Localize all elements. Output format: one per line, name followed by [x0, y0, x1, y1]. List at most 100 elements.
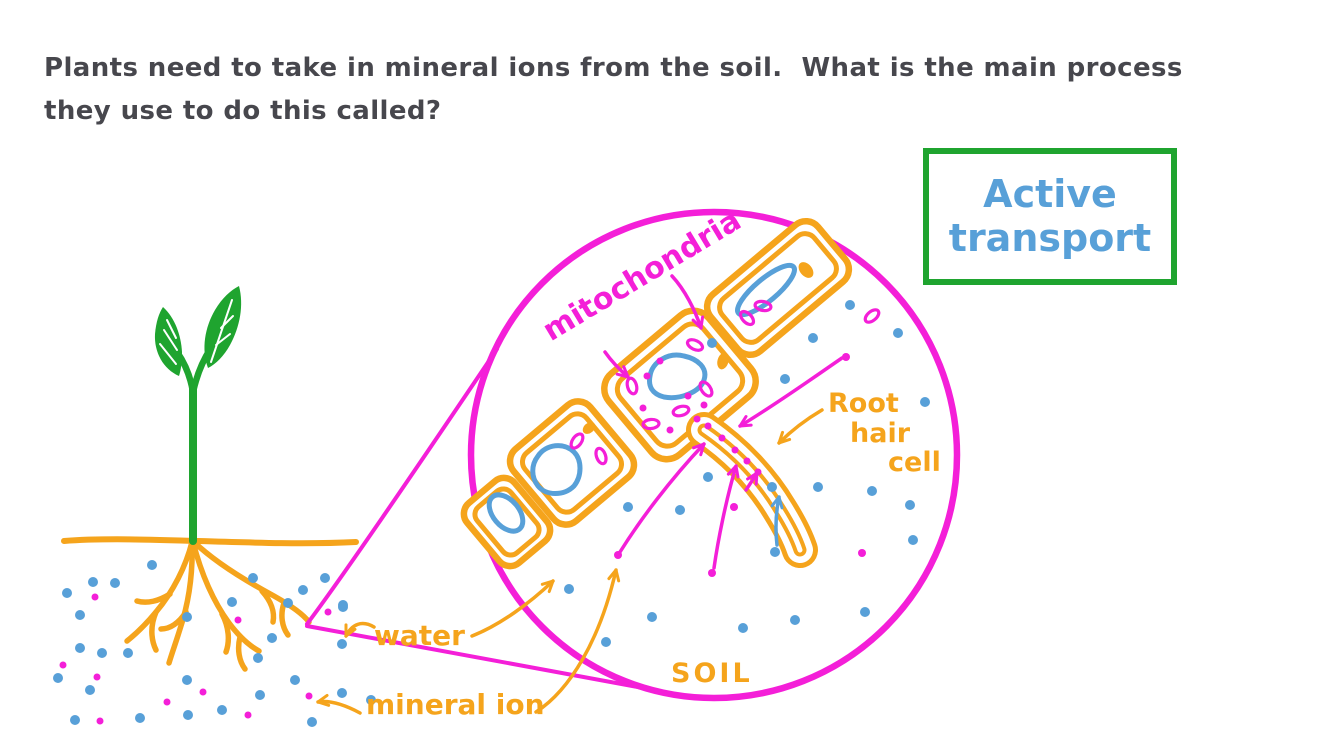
mineral-ion-dot: [693, 415, 701, 423]
water-label: water: [374, 619, 465, 652]
water-dot: [337, 639, 347, 649]
water-dot: [290, 675, 300, 685]
root-hair-label-line1: Root: [828, 388, 899, 419]
water-dot: [217, 705, 227, 715]
water-dot: [845, 300, 855, 310]
soil-mineral-dots: [59, 593, 332, 725]
mineral-transport-arrows: [603, 274, 844, 570]
mitochondrion-icon: [641, 417, 661, 431]
mineral-ion-dot: [730, 503, 738, 511]
mitochondrion-icon: [594, 446, 608, 466]
water-dot: [703, 472, 713, 482]
water-label-arrow-long: [470, 579, 555, 638]
mineral-uptake-arrow-1: [618, 442, 706, 554]
water-dot: [53, 673, 63, 683]
mineral-ion-dot: [639, 404, 647, 412]
root-cells: [460, 217, 853, 570]
mineral-label-arrow-long: [534, 568, 621, 714]
mineral-ion-dot: [244, 711, 252, 719]
mitochondrion-icon: [685, 338, 705, 352]
ground-line: [61, 536, 359, 547]
leaf-veins: [159, 299, 234, 365]
magnifier-connector-lower: [305, 624, 645, 690]
question-line-2: they use to do this called?: [44, 96, 442, 126]
water-dot: [75, 643, 85, 653]
mineral-ion-dot: [324, 608, 332, 616]
mineral-ion-dot: [743, 457, 751, 465]
water-dot: [867, 486, 877, 496]
cellc-mineral-dots: [639, 357, 708, 434]
mineral-ion-dot: [305, 692, 313, 700]
mineral-ion-dot: [684, 392, 692, 400]
magnifier-circle: [467, 208, 961, 702]
water-dot: [366, 695, 376, 705]
mineral-ion-dot: [666, 426, 674, 434]
root-hair-label-line2: hair: [850, 418, 911, 449]
water-dot: [110, 578, 120, 588]
question-line-1: Plants need to take in mineral ions from…: [44, 53, 1183, 83]
mineral-label-arrow-short: [316, 693, 362, 715]
mitochondrion-icon: [698, 380, 714, 398]
circle-water-dots: [564, 300, 930, 647]
water-dot: [283, 598, 293, 608]
mineral-ion-dot: [718, 434, 726, 442]
mineral-ion-dot: [59, 661, 67, 669]
mineral-ion-dot: [842, 353, 850, 361]
mitochondria-arrow-2: [603, 350, 630, 379]
mineral-ion-dot: [199, 688, 207, 696]
water-dot: [738, 623, 748, 633]
plant-leaf-left: [154, 307, 182, 376]
water-dot: [70, 715, 80, 725]
root-hair-label-line3: cell: [888, 447, 941, 478]
water-dot: [338, 600, 348, 610]
water-dot: [97, 648, 107, 658]
plant: [154, 286, 242, 545]
water-dot: [767, 482, 777, 492]
water-dot: [647, 612, 657, 622]
water-dot: [62, 588, 72, 598]
mitochondrion-icon: [738, 309, 756, 327]
mitochondrion-icon: [753, 299, 773, 313]
water-dot: [908, 535, 918, 545]
water-dot: [182, 612, 192, 622]
water-dot: [75, 610, 85, 620]
water-dot: [770, 547, 780, 557]
water-dot: [905, 500, 915, 510]
circle-mineral-dots: [614, 353, 866, 577]
water-dot: [85, 685, 95, 695]
water-dot: [267, 633, 277, 643]
water-dot: [182, 675, 192, 685]
water-dot: [780, 374, 790, 384]
mineral-ion-dot: [163, 698, 171, 706]
mineral-ion-label: mineral ion: [366, 688, 545, 721]
water-dot: [298, 585, 308, 595]
water-dot: [253, 653, 263, 663]
water-dot: [623, 502, 633, 512]
water-dot: [88, 577, 98, 587]
water-dot: [808, 333, 818, 343]
mineral-ion-dot: [234, 616, 242, 624]
soil-water-dots: [53, 560, 376, 727]
answer-line-2: transport: [948, 215, 1152, 260]
mineral-ion-dot: [700, 401, 708, 409]
cell3-vacuole: [647, 352, 708, 401]
water-dot: [183, 710, 193, 720]
answer-box: Active transport: [923, 148, 1177, 285]
water-dot: [813, 482, 823, 492]
mineral-ion-dot: [91, 593, 99, 601]
mineral-ion-dot: [643, 372, 651, 380]
water-dot: [564, 584, 574, 594]
water-dot: [893, 328, 903, 338]
mineral-ion-dot: [93, 673, 101, 681]
water-dot: [707, 338, 717, 348]
root-hair-label-arrow: [777, 408, 824, 445]
water-dot: [320, 573, 330, 583]
label-arrows: [316, 408, 824, 715]
water-dot: [147, 560, 157, 570]
mineral-uptake-arrow-4: [738, 356, 844, 428]
mitochondrion-icon: [569, 432, 585, 450]
answer-line-1: Active: [983, 171, 1117, 216]
cell4-organelle: [798, 262, 814, 278]
mineral-ion-dot: [96, 717, 104, 725]
